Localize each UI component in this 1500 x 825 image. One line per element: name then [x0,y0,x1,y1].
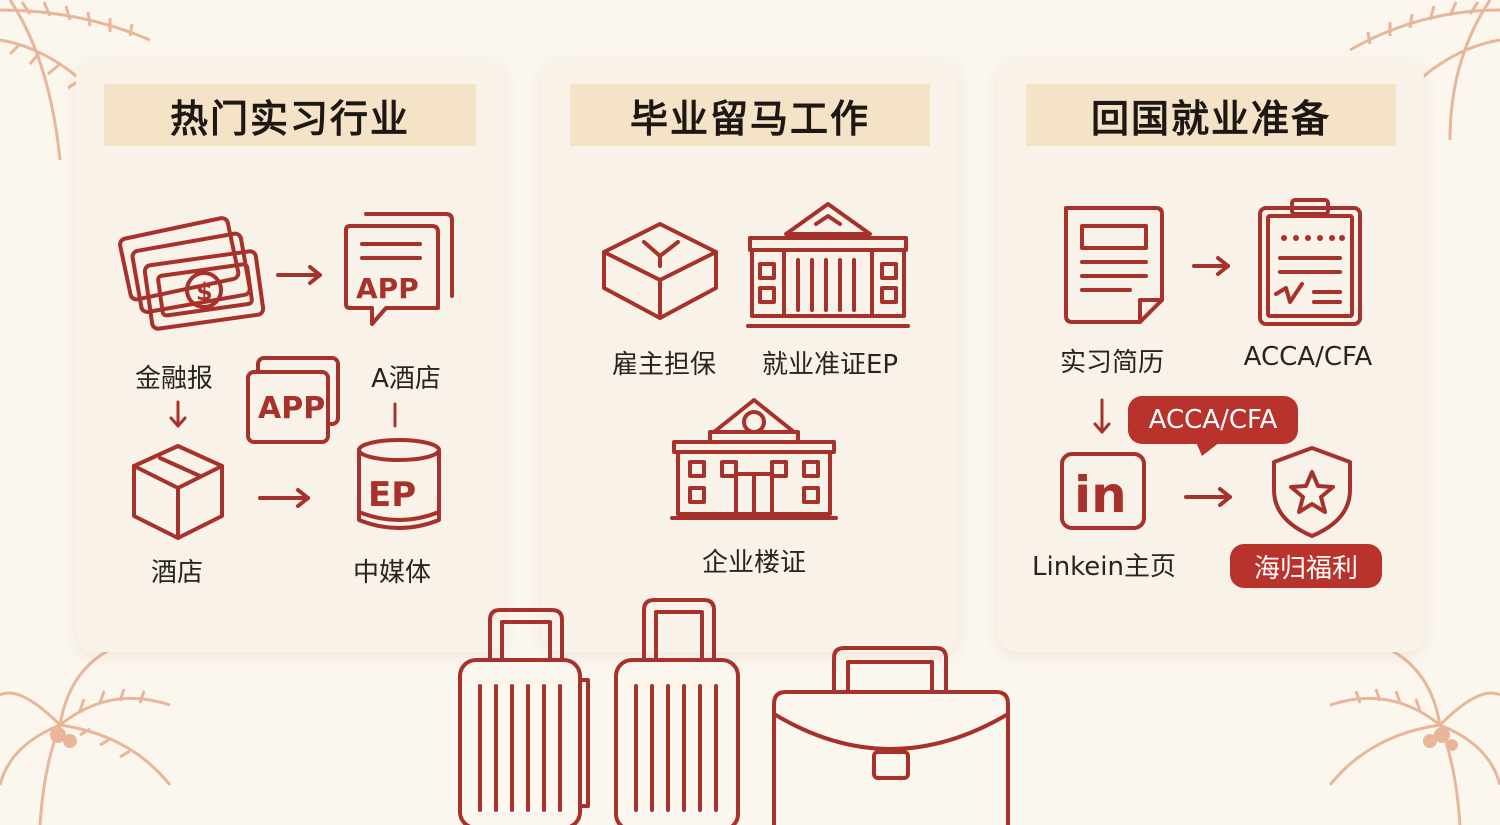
label-finance: 金融报 [134,364,214,394]
arrow-right-icon [1192,256,1230,276]
label-acca-cfa: ACCA/CFA [1243,342,1373,372]
suitcase-icon [458,608,590,825]
palm-tree-bottom-right [1328,645,1500,825]
label-employer-sponsor: 雇主担保 [611,350,717,380]
linkedin-logo-text: in [1074,466,1127,524]
ep-drum-icon: EP [357,438,441,530]
acca-cfa-bubble: ACCA/CFA [1128,396,1298,444]
label-internship-resume: 实习简历 [1059,348,1165,378]
arrow-right-icon [1184,487,1232,507]
bubble-tail [1196,442,1220,456]
connector-line [393,402,397,428]
suitcase-icon [614,598,740,825]
palm-tree-bottom-left [0,645,172,825]
briefcase-icon [772,646,1010,825]
package-icon [602,222,718,320]
label-a-hotel: A酒店 [371,364,441,394]
arrow-right-icon [258,488,310,508]
label-linkedin-profile: Linkein主页 [1031,552,1177,582]
resume-document-icon [1064,206,1164,324]
panel-title: 毕业留马工作 [570,84,930,146]
ep-label: EP [368,475,416,515]
panel-return-china-prep: 回国就业准备 实习简历 ACCA/CFA ACCA [998,60,1424,652]
arrow-down-icon [1093,398,1111,434]
label-media: 中媒体 [352,558,432,588]
panel-title: 回国就业准备 [1026,84,1396,146]
label-company-certificate: 企业楼证 [701,548,807,578]
box-icon [132,444,224,540]
linkedin-icon: in [1060,452,1146,530]
label-hotel: 酒店 [150,558,204,588]
returnee-benefit-badge: 海归福利 [1230,544,1382,588]
arrow-down-icon [169,400,187,428]
arrow-right-icon [276,265,322,285]
certificate-clipboard-icon [1258,198,1362,326]
company-building-icon [670,398,838,520]
app-small-label: APP [258,391,325,426]
dollar-sign: $ [196,278,213,306]
app-window-icon: APP [246,356,340,444]
app-document-icon: APP [344,212,454,326]
label-employment-pass: 就业准证EP [761,350,899,380]
panel-title: 热门实习行业 [104,84,476,146]
panel-work-in-malaysia: 毕业留马工作 雇主担保 就业准证EP [542,60,958,652]
app-label: APP [356,272,419,305]
money-stack-icon: $ [118,216,266,331]
shield-star-icon [1272,446,1352,538]
government-building-icon [746,202,910,328]
panel-internship-industries: 热门实习行业 $ APP 金融报 A酒店 APP [76,60,504,652]
